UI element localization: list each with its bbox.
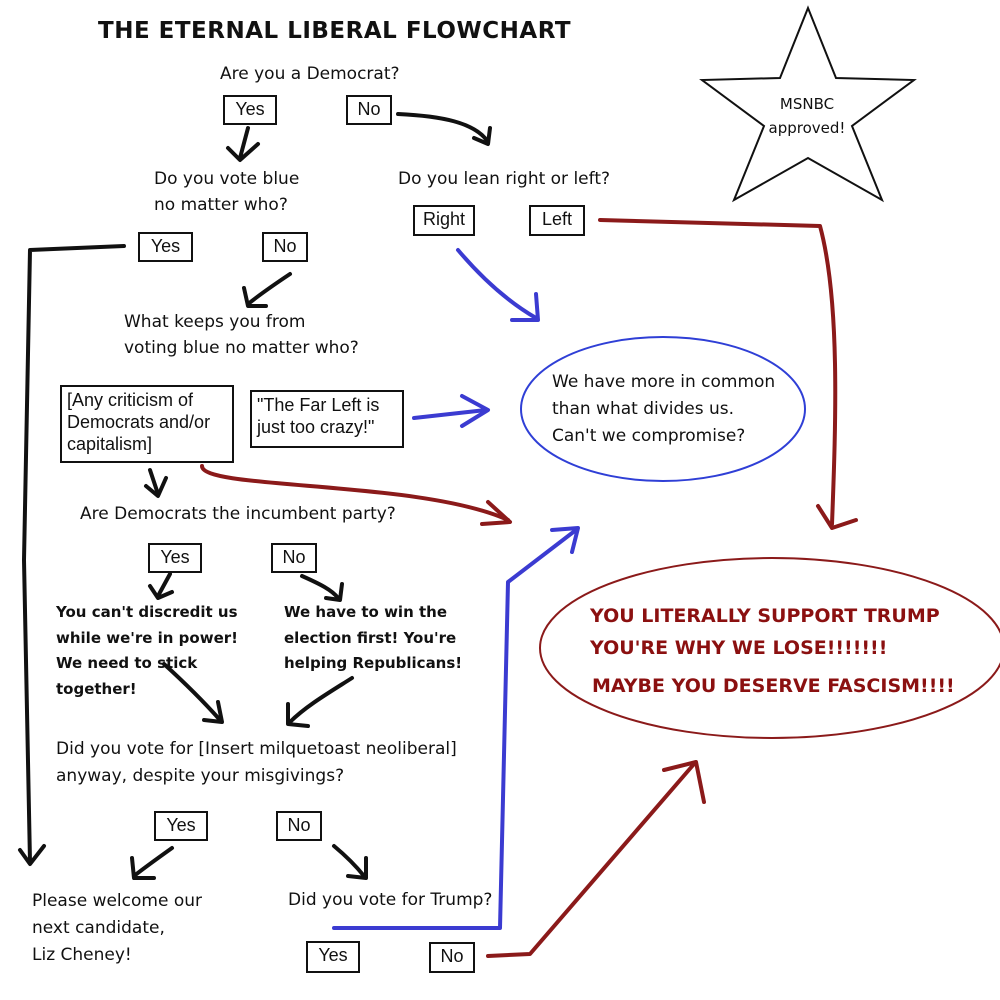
question-vote-trump: Did you vote for Trump?	[288, 890, 493, 910]
trump-line-1: YOU LITERALLY SUPPORT TRUMP	[590, 605, 940, 627]
compromise-ellipse	[520, 336, 806, 482]
arrow-farleft-to-compromise	[412, 408, 488, 420]
star-shape	[699, 5, 917, 203]
arrow-q7no-to-trump	[486, 762, 696, 958]
compromise-text: We have more in common than what divides…	[552, 372, 776, 447]
trump-ellipse	[539, 557, 1000, 739]
arrow-discredit-to-q6	[162, 662, 222, 722]
q2-no-box[interactable]: No	[262, 232, 308, 262]
q7-no-box[interactable]: No	[429, 942, 475, 973]
q6-no-box[interactable]: No	[276, 811, 322, 841]
q3-right-box[interactable]: Right	[413, 205, 475, 236]
star-label: MSNBC approved!	[768, 95, 846, 137]
arrow-left-to-trump	[598, 218, 838, 526]
arrow-criticism-to-trump	[200, 464, 510, 522]
question-what-keeps: What keeps you from voting blue no matte…	[124, 312, 359, 358]
page-title: THE ETERNAL LIBERAL FLOWCHART	[98, 18, 572, 44]
arrow-q6no-to-q7	[332, 844, 366, 878]
arrow-q7yes-to-compromise	[332, 528, 578, 930]
option-criticism-box[interactable]: [Any criticism of Democrats and/or capit…	[60, 385, 234, 463]
red-arrows	[200, 218, 858, 958]
trump-line-2: YOU'RE WHY WE LOSE!!!!!!!	[590, 637, 888, 659]
question-democrat: Are you a Democrat?	[220, 64, 400, 84]
arrow-q2no-to-q4	[246, 272, 292, 306]
question-vote-neoliberal: Did you vote for [Insert milquetoast neo…	[56, 739, 457, 787]
arrow-q1yes-to-q2	[238, 126, 250, 160]
cant-discredit-text: You can't discredit us while we're in po…	[56, 603, 238, 698]
q3-left-box[interactable]: Left	[529, 205, 585, 236]
win-election-text: We have to win the election first! You'r…	[284, 603, 463, 672]
arrow-q6yes-to-welcome	[132, 846, 174, 878]
q5-no-box[interactable]: No	[271, 543, 317, 573]
question-incumbent: Are Democrats the incumbent party?	[80, 504, 396, 524]
black-arrows	[18, 112, 492, 880]
arrow-q1no-to-q3	[396, 112, 490, 144]
arrow-right-to-compromise	[456, 248, 538, 320]
arrow-q2yes-to-welcome	[22, 244, 126, 864]
q7-yes-box[interactable]: Yes	[306, 941, 360, 973]
option-far-left-box[interactable]: "The Far Left is just too crazy!"	[250, 390, 404, 448]
q1-no-box[interactable]: No	[346, 95, 392, 125]
question-lean: Do you lean right or left?	[398, 169, 611, 189]
arrow-q5yes-to-discredit	[156, 572, 172, 598]
trump-line-3: MAYBE YOU DESERVE FASCISM!!!!	[592, 675, 955, 697]
q5-yes-box[interactable]: Yes	[148, 543, 202, 573]
q2-yes-box[interactable]: Yes	[138, 232, 193, 262]
welcome-cheney-text: Please welcome our next candidate, Liz C…	[32, 891, 202, 966]
question-vote-blue: Do you vote blue no matter who?	[154, 169, 300, 215]
arrow-win-to-q6	[288, 676, 354, 724]
arrow-criticism-to-q5	[148, 468, 160, 496]
q1-yes-box[interactable]: Yes	[223, 95, 277, 125]
blue-arrows	[332, 248, 580, 930]
q6-yes-box[interactable]: Yes	[154, 811, 208, 841]
arrow-q5no-to-win	[300, 574, 340, 600]
